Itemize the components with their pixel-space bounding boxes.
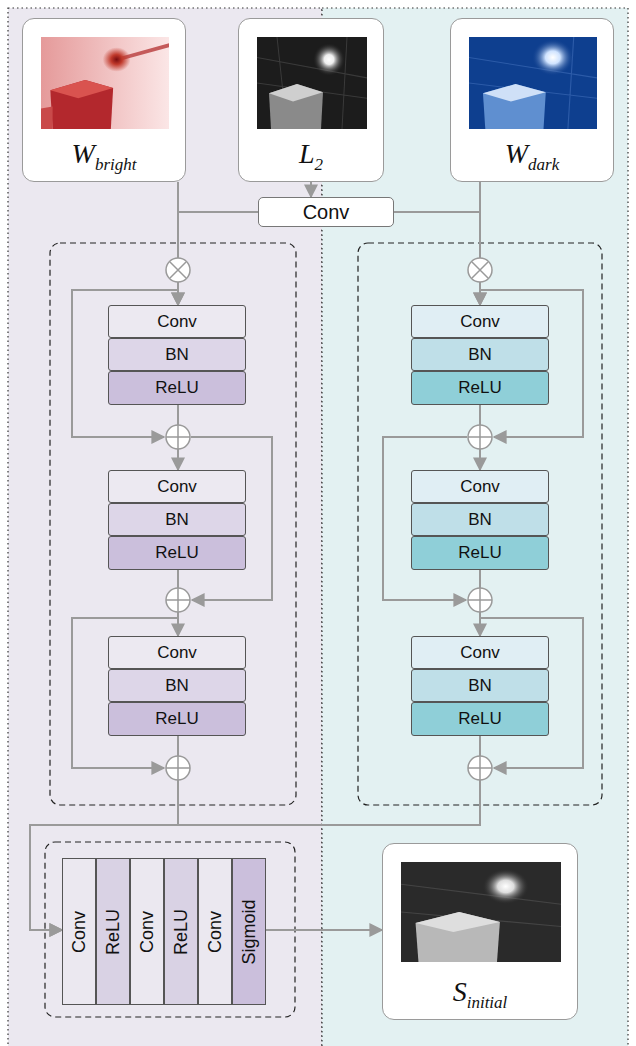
symbol-name: L [299, 138, 315, 169]
layer-label: Conv [157, 312, 197, 332]
layer-cell: Sigmoid [232, 858, 266, 1005]
layer-label: BN [165, 510, 189, 530]
layer-box: BN [411, 338, 549, 371]
symbol-name: W [505, 138, 528, 169]
image-thumbnail [257, 37, 367, 129]
add-symbol [166, 588, 190, 612]
flow-arrow [266, 929, 382, 931]
flow-arrow [310, 182, 312, 197]
layer-label: ReLU [103, 908, 124, 954]
layer-label: Conv [460, 312, 500, 332]
dashed-group [358, 243, 602, 805]
dashed-group [45, 842, 295, 1017]
layer-label: ReLU [458, 378, 501, 398]
multiply-symbol [166, 258, 190, 282]
layer-box: ReLU [108, 702, 246, 736]
layer-cell: Conv [62, 858, 96, 1005]
layer-label: BN [468, 510, 492, 530]
layer-box: BN [411, 503, 549, 536]
image-thumbnail [401, 862, 561, 962]
conv-box: Conv [258, 197, 394, 227]
layer-label: Conv [157, 477, 197, 497]
layer-box: Conv [108, 470, 246, 503]
layer-box: ReLU [411, 536, 549, 570]
layer-label: BN [468, 345, 492, 365]
layer-box: ReLU [411, 371, 549, 405]
layer-label: ReLU [155, 709, 198, 729]
image-label: Sinitial [383, 976, 577, 1013]
layer-box: Conv [411, 305, 549, 338]
image-label: L2 [239, 138, 383, 175]
layer-cell: Conv [198, 858, 232, 1005]
image-label: Wdark [451, 138, 613, 175]
layer-label: Conv [303, 201, 350, 224]
image-panel: Wdark [450, 18, 614, 182]
layer-box: BN [108, 669, 246, 702]
add-symbol [166, 756, 190, 780]
layer-box: Conv [411, 470, 549, 503]
layer-label: Conv [205, 910, 226, 952]
image-panel: Wbright [22, 18, 186, 182]
layer-label: ReLU [171, 908, 192, 954]
layer-label: Conv [157, 643, 197, 663]
image-panel: L2 [238, 18, 384, 182]
layer-box: BN [411, 669, 549, 702]
image-label: Wbright [23, 138, 185, 175]
layer-label: ReLU [155, 378, 198, 398]
layer-label: Conv [460, 477, 500, 497]
layer-label: BN [165, 676, 189, 696]
layer-label: Conv [137, 910, 158, 952]
layer-box: Conv [411, 636, 549, 669]
layer-label: ReLU [458, 543, 501, 563]
layer-label: ReLU [155, 543, 198, 563]
layer-box: ReLU [411, 702, 549, 736]
layer-label: BN [468, 676, 492, 696]
layer-cell: Conv [130, 858, 164, 1005]
symbol-subscript: bright [95, 155, 137, 174]
symbol-name: S [453, 976, 467, 1007]
layer-label: Sigmoid [239, 899, 260, 964]
add-symbol [166, 425, 190, 449]
layer-box: Conv [108, 636, 246, 669]
symbol-subscript: 2 [315, 155, 324, 174]
layer-label: BN [165, 345, 189, 365]
layer-box: BN [108, 503, 246, 536]
layer-cell: ReLU [96, 858, 130, 1005]
layer-box: BN [108, 338, 246, 371]
flow-arrow [394, 212, 480, 305]
dashed-group [50, 243, 296, 805]
symbol-name: W [72, 138, 95, 169]
layer-box: ReLU [108, 536, 246, 570]
layer-label: Conv [69, 910, 90, 952]
layer-label: ReLU [458, 709, 501, 729]
image-thumbnail [41, 37, 169, 129]
add-symbol [468, 588, 492, 612]
symbol-subscript: initial [467, 993, 508, 1012]
symbol-subscript: dark [528, 155, 559, 174]
image-thumbnail [469, 37, 597, 129]
layer-box: ReLU [108, 371, 246, 405]
layer-cell: ReLU [164, 858, 198, 1005]
flow-arrow [178, 212, 258, 305]
layer-box: Conv [108, 305, 246, 338]
layer-label: Conv [460, 643, 500, 663]
add-symbol [468, 756, 492, 780]
add-symbol [468, 425, 492, 449]
image-panel: Sinitial [382, 843, 578, 1020]
multiply-symbol [468, 258, 492, 282]
